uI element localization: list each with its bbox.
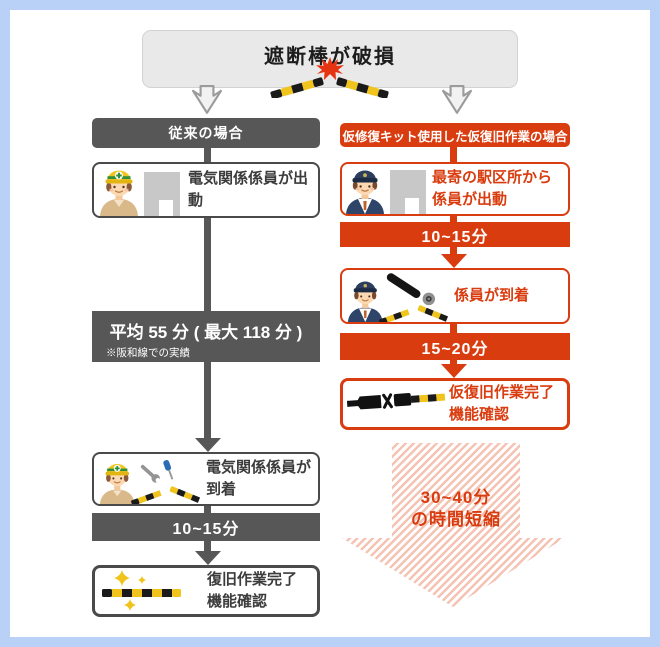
repair-tube-icon	[386, 273, 421, 298]
right-step-arrive: 係員が到着	[340, 268, 570, 324]
left-step-dispatch: 電気関係係員が出動	[92, 162, 320, 218]
sparkle-icon	[124, 599, 136, 611]
right-flow-connector	[450, 357, 457, 366]
left-step-dispatch-label: 電気関係係員が出動	[188, 170, 309, 209]
screwdriver-icon	[163, 460, 174, 480]
time-saving-line2: の時間短縮	[411, 510, 501, 530]
sparkle-icon	[114, 570, 130, 586]
right-flow-connector	[450, 322, 457, 339]
right-done-line1: 仮復旧作業完了	[449, 384, 555, 402]
down-arrow-outline-icon	[192, 85, 223, 114]
worker-with-tools-icon	[99, 460, 201, 504]
left-flow-connector	[204, 145, 211, 315]
left-step-arrive-label: 電気関係係員が到着	[206, 459, 312, 498]
left-travel-duration: 平均 55 分 ( 最大 118 分 )	[109, 323, 303, 342]
station-staff-icon	[346, 170, 426, 214]
down-arrowhead-icon	[441, 254, 467, 268]
left-work-duration-bar: 10~15分	[92, 513, 320, 541]
spark-burst-icon	[316, 57, 344, 80]
right-work-duration-bar: 15~20分	[340, 333, 570, 360]
cause-title: 遮断棒が破損	[143, 40, 517, 69]
broken-barrier-icon	[131, 490, 162, 504]
left-done-line1: 復旧作業完了	[207, 571, 298, 589]
left-travel-duration-note: ※阪和線での実績	[106, 347, 190, 359]
time-saving-label: 30~40分 の時間短縮	[392, 487, 520, 532]
left-step-done-label: 復旧作業完了 機能確認	[207, 568, 317, 614]
right-travel-duration-bar: 10~15分	[340, 222, 570, 247]
left-column-header: 従来の場合	[92, 118, 320, 148]
wrench-icon	[140, 464, 161, 483]
sparkling-barrier-icon	[102, 570, 181, 611]
down-arrowhead-icon	[195, 438, 221, 452]
left-travel-duration-bar: 平均 55 分 ( 最大 118 分 ) ※阪和線での実績	[92, 311, 320, 362]
sparkle-icon	[138, 576, 146, 584]
right-step-arrive-label: 係員が到着	[454, 287, 530, 305]
left-step-done: 復旧作業完了 機能確認	[92, 565, 320, 617]
right-done-line2: 機能確認	[449, 406, 510, 423]
left-flow-connector	[204, 503, 211, 517]
left-step-arrive: 電気関係係員が到着	[92, 452, 320, 506]
staff-with-repair-kit-icon	[347, 273, 449, 322]
left-done-line2: 機能確認	[207, 593, 268, 610]
left-flow-connector	[204, 358, 211, 442]
right-dispatch-line1: 最寄の駅区所から	[432, 169, 553, 187]
right-step-done: 仮復旧作業完了 機能確認	[340, 378, 570, 430]
time-saving-line1: 30~40分	[420, 488, 492, 507]
broken-barrier-icon	[270, 57, 389, 98]
right-step-dispatch: 最寄の駅区所から 係員が出動	[340, 162, 570, 216]
left-flow-connector	[204, 538, 211, 553]
right-dispatch-line2: 係員が出動	[432, 191, 508, 208]
right-flow-connector	[450, 244, 457, 256]
down-arrowhead-icon	[441, 364, 467, 378]
broken-barrier-icon	[379, 309, 410, 322]
down-arrow-outline-icon	[442, 85, 472, 114]
right-column-header: 仮修復キット使用した仮復旧作業の場合	[340, 123, 570, 147]
right-step-dispatch-label: 最寄の駅区所から 係員が出動	[432, 164, 568, 214]
maintenance-worker-icon	[100, 170, 180, 216]
repaired-barrier-icon	[346, 393, 446, 410]
down-arrowhead-icon	[195, 551, 221, 565]
right-step-done-label: 仮復旧作業完了 機能確認	[449, 381, 567, 427]
